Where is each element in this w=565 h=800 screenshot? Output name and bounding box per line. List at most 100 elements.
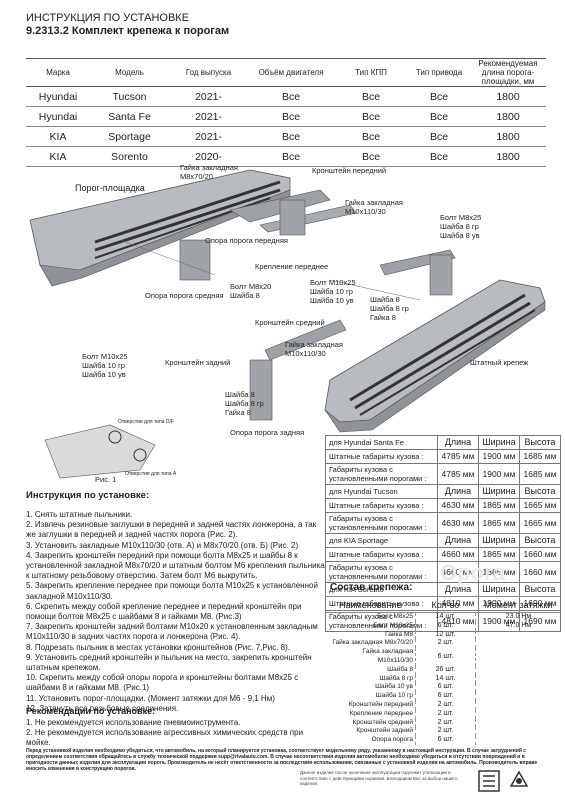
instruction-step: 6. Скрепить между собой крепление передн… [26, 601, 302, 622]
table-row: KIA Sportage 2021- Все Все Все 1800 [26, 126, 546, 147]
dims-row-label: Габариты кузова с установленными порогам… [325, 512, 438, 534]
dims-cell: 1865 мм [478, 512, 520, 534]
kit-torque [476, 639, 562, 648]
dims-cell: 4630 мм [437, 512, 479, 534]
label-mount-front: Крепление переднее [255, 262, 329, 271]
col-gearbox: Тип КПП [334, 58, 408, 87]
kit-item: Шайба 10 гр [375, 692, 413, 700]
dims-col-height: Высота [519, 484, 561, 499]
instruction-step: 8. Подрезать пыльник в местах установки … [26, 642, 290, 652]
table-row: Hyundai Tucson 2021- Все Все Все 1800 [26, 86, 546, 107]
kit-qty: 6 шт. [415, 648, 476, 666]
dims-cell: 1900 мм [478, 463, 520, 485]
instruction-step: 9. Установить средний кронштейн и пыльни… [26, 652, 312, 673]
kit-qty: 2 шт. [415, 727, 476, 737]
kit-qty: 14 шт. [415, 612, 476, 622]
col-year: Год выпуска [169, 58, 248, 87]
cell-drive: Все [408, 146, 470, 167]
kit-torque [476, 683, 562, 692]
label-washers-mid: Шайба 8 Шайба 8 гр Гайка 8 [370, 295, 409, 322]
recommendation-item: 1. Не рекомендуется использование пневмо… [26, 718, 241, 727]
dims-col-height: Высота [519, 435, 561, 450]
dims-col-length: Длина [437, 533, 479, 548]
kit-qty: 6 шт. [415, 736, 476, 745]
kit-title: 9.2313.2 Комплект крепежа к порогам [26, 25, 230, 37]
kit-torque [476, 675, 562, 684]
label-bracket-front: Кронштейн передний [312, 166, 387, 175]
col-drive: Тип привода [408, 58, 470, 87]
label-support-mid: Опора порога средняя [145, 291, 224, 300]
kit-col-torque: Момент затяжки [475, 596, 561, 613]
dims-cell: 4785 мм [437, 463, 479, 485]
recycle-icon [509, 770, 529, 787]
kit-qty: 6 шт. [415, 683, 476, 693]
instruction-step: 7. Закрепить кронштейн задний болтами M1… [26, 622, 318, 642]
dims-cell: 1665 мм [519, 512, 561, 534]
dims-cell: 1665 мм [519, 498, 561, 513]
cell-length: 1800 [470, 126, 546, 147]
table-row: KIA Sorento 2020- Все Все Все 1800 [26, 146, 546, 167]
label-bracket-mid: Кронштейн средний [255, 318, 325, 327]
dims-group-title: для Hyundai Tucson [325, 484, 438, 499]
kit-item: Шайба 8 гр [379, 674, 413, 682]
kit-col-name: Наименование [325, 596, 416, 613]
rear-bracket [264, 319, 347, 361]
kit-col-qty: Кол-во [415, 596, 476, 613]
vehicle-table: Марка Модель Год выпуска Объём двигателя… [26, 58, 546, 167]
recommendations-list: 1. Не рекомендуется использование пневмо… [26, 718, 326, 748]
dims-col-width: Ширина [478, 484, 520, 499]
dims-group-title: для KIA Sportage [325, 533, 438, 548]
kit-torque [476, 727, 562, 736]
instruction-step: 12. Затянуть все резьбовые соединения. [26, 703, 179, 713]
table-row: Hyundai Santa Fe 2021- Все Все Все 1800 [26, 106, 546, 127]
kit-item: Кронштейн задний [356, 727, 413, 735]
instruction-step: 4. Закрепить кронштейн передний при помо… [26, 550, 325, 581]
kit-torque [476, 736, 562, 745]
kit-item: Шайба 10 ув [375, 683, 413, 691]
cell-model: Sorento [90, 146, 169, 167]
figure-caption: Рис. 1 [95, 475, 117, 484]
instruction-step: 11. Установить порог-площадки. (Момент з… [26, 693, 275, 703]
cell-gearbox: Все [334, 146, 408, 167]
kit-qty: 2 шт. [415, 718, 476, 728]
kit-item: Кронштейн передний [348, 700, 413, 708]
kit-item: Опора порога [371, 736, 413, 744]
kit-qty: 2 шт. [415, 700, 476, 710]
recommendation-item: 2. Не рекомендуется использование агресс… [26, 728, 304, 747]
kit-torque [476, 631, 562, 640]
dims-col-length: Длина [437, 484, 479, 499]
label-nut-front: Гайка закладная M8x70/20 [180, 163, 238, 181]
dims-row-label: Габариты кузова с установленными порогам… [325, 463, 438, 485]
kit-torque: 23.0 Нм [505, 613, 532, 620]
label-hole-df: Отверстия для типа D/F [118, 419, 174, 425]
cell-model: Santa Fe [90, 106, 169, 127]
instruction-step: 10. Скрепить между собой опоры порога и … [26, 673, 299, 693]
dims-group-title: для Hyundai Santa Fe [325, 435, 438, 450]
kit-item: Болт M10x25 [373, 621, 413, 629]
footer-disclaimer: Перед установкой изделия необходимо убед… [26, 748, 538, 772]
dims-cell: 1865 мм [478, 498, 520, 513]
cell-engine: Все [248, 86, 334, 107]
cell-engine: Все [248, 126, 334, 147]
watermark-logo: Opora [440, 560, 505, 585]
label-hole-a: Отверстия для типа А [125, 471, 177, 477]
dims-cell: 1685 мм [519, 463, 561, 485]
dims-col-height: Высота [519, 582, 561, 597]
cell-year: 2021- [169, 86, 248, 107]
instruction-step: 1. Снять штатные пыльники. [26, 510, 133, 519]
kit-torque: 47.0 Нм [505, 621, 532, 629]
footer-small-print: Данное изделие после окончания эксплуата… [300, 770, 458, 786]
cell-year: 2021- [169, 126, 248, 147]
cell-brand: KIA [26, 146, 90, 167]
